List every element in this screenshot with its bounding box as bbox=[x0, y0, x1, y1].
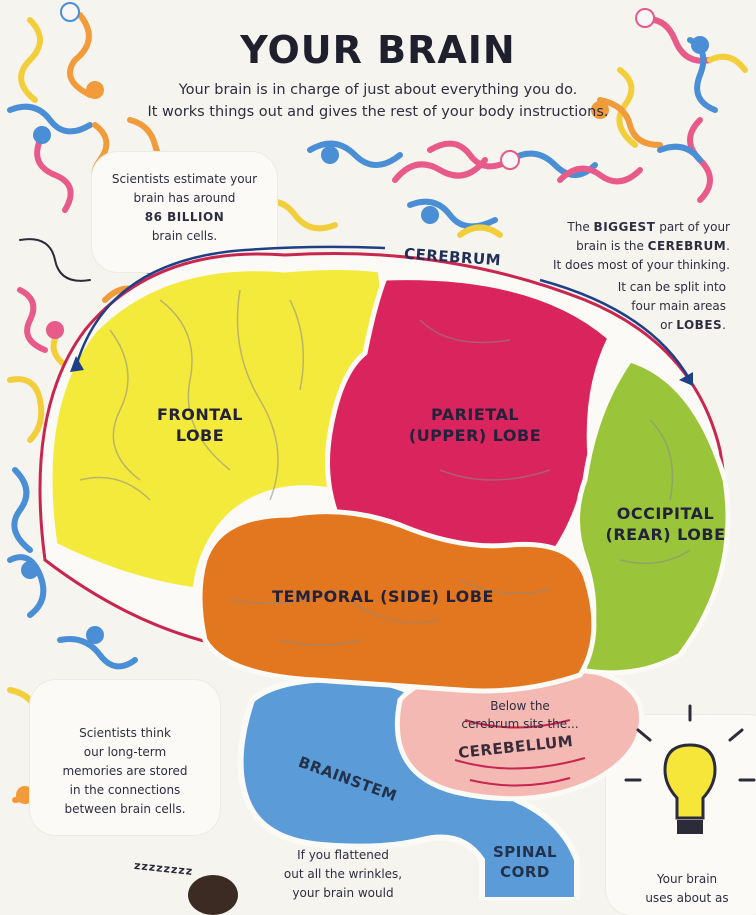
neuron-icon bbox=[57, 636, 138, 670]
arrow-head-right bbox=[679, 372, 693, 386]
memory-note: Scientists think our long-term memories … bbox=[62, 726, 188, 816]
neuron-icon bbox=[707, 53, 748, 73]
temporal-lobe-shape bbox=[197, 509, 597, 694]
parietal-label: PARIETAL(UPPER) LOBE bbox=[408, 405, 542, 445]
neuron-icon bbox=[307, 140, 403, 168]
intro-line-1: Your brain is in charge of just about ev… bbox=[178, 82, 578, 98]
neuron-icon bbox=[427, 140, 513, 170]
neuron-icon bbox=[86, 626, 104, 644]
page-title: YOUR BRAIN bbox=[240, 28, 516, 72]
cells-card bbox=[92, 152, 277, 272]
neuron-icon bbox=[16, 786, 34, 804]
neuron-icon bbox=[591, 101, 609, 119]
intro-line-2: It works things out and gives the rest o… bbox=[147, 104, 609, 120]
neuron-icon bbox=[21, 561, 39, 579]
cerebrum-arrow bbox=[73, 245, 386, 371]
neuron-icon bbox=[60, 2, 80, 22]
neuron-icon bbox=[34, 137, 74, 213]
cells-note: Scientists estimate your brain has aroun… bbox=[111, 172, 258, 243]
lobes-note: It can be split into four main areas or … bbox=[617, 280, 726, 332]
neuron-icon bbox=[18, 17, 43, 103]
sleeping-child-icon bbox=[188, 875, 238, 915]
wrinkles-note: If you flattened out all the wrinkles, y… bbox=[283, 848, 403, 900]
cerebrum-note: The BIGGEST part of your brain is the CE… bbox=[552, 220, 730, 272]
neuron-icon bbox=[67, 12, 93, 98]
neuron-icon bbox=[500, 150, 520, 170]
neuron-icon bbox=[46, 321, 64, 339]
neuron-icon bbox=[7, 103, 93, 135]
neuron-icon bbox=[421, 206, 439, 224]
neuron-icon bbox=[597, 97, 663, 148]
neuron-icon bbox=[657, 143, 703, 163]
lightbulb-icon bbox=[624, 704, 756, 834]
occipital-label: OCCIPITAL(REAR) LOBE bbox=[605, 504, 726, 544]
neuron-icon bbox=[457, 224, 503, 238]
occipital-lobe-shape bbox=[575, 357, 731, 676]
neuron-icon bbox=[7, 554, 47, 618]
memory-card bbox=[30, 680, 220, 835]
neuron-icon bbox=[557, 165, 643, 185]
neuron-icon bbox=[19, 238, 91, 282]
energy-note: Your brain uses about as bbox=[645, 872, 729, 905]
temporal-label: TEMPORAL (SIDE) LOBE bbox=[272, 587, 494, 606]
neuron-icon bbox=[392, 157, 488, 183]
neuron-icon bbox=[321, 146, 339, 164]
neuron-icon bbox=[635, 8, 655, 28]
neuron-icon bbox=[691, 36, 709, 54]
arrow-head-left bbox=[70, 356, 84, 372]
neuron-icon bbox=[507, 150, 598, 178]
neuron-icon bbox=[33, 126, 51, 144]
neuron-icon bbox=[616, 67, 638, 148]
neuron-icon bbox=[17, 287, 48, 353]
cerebellum-intro: Below the cerebrum sits the... bbox=[461, 699, 579, 731]
neuron-icon bbox=[11, 467, 33, 553]
neuron-icon bbox=[86, 81, 104, 99]
neuron-icon bbox=[7, 376, 45, 443]
